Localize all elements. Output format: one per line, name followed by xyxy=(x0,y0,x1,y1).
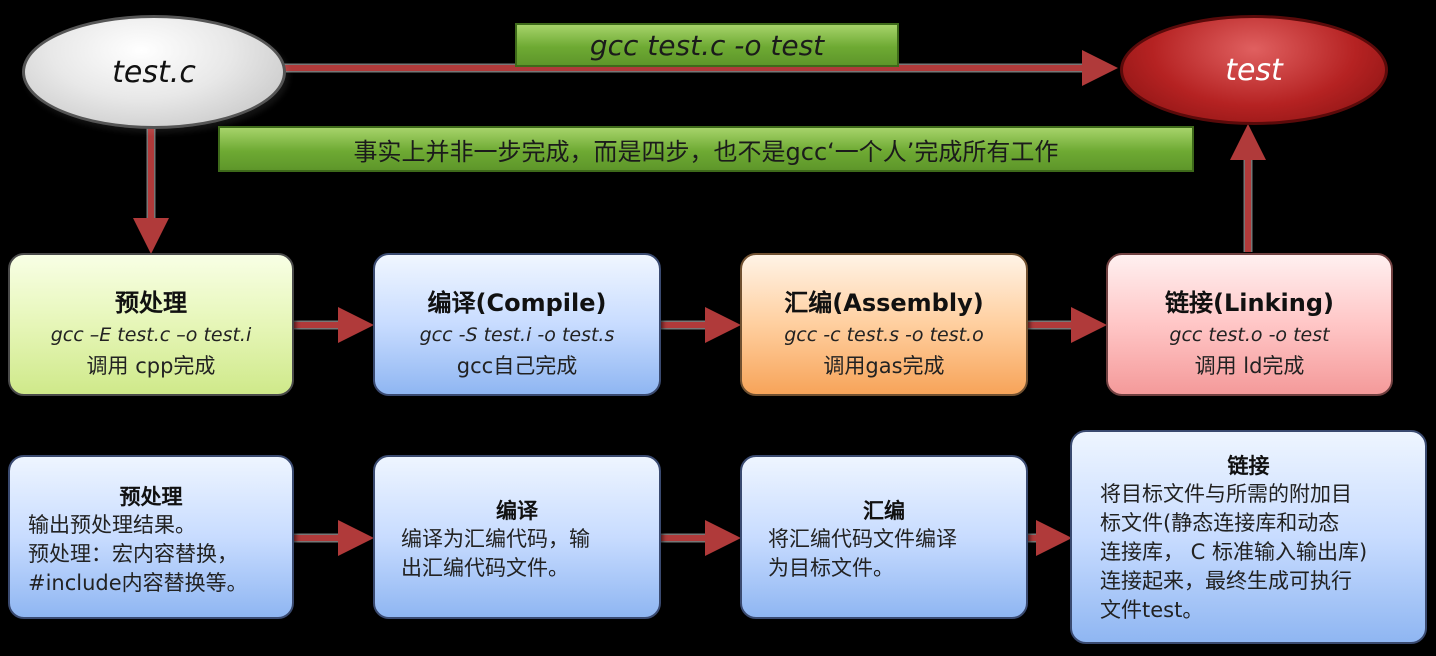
stage-assembly: 汇编(Assembly) gcc -c test.s -o test.o 调用g… xyxy=(740,253,1028,396)
stage-title: 链接(Linking) xyxy=(1165,289,1334,317)
stage-command: gcc -c test.s -o test.o xyxy=(784,324,984,346)
detail-line: 连接库， C 标准输入输出库) xyxy=(1100,540,1368,564)
stage-tool: gcc自己完成 xyxy=(456,354,578,378)
detail-linking: 链接 将目标文件与所需的附加目 标文件(静态连接库和动态 连接库， C 标准输入… xyxy=(1070,430,1427,644)
stage-tool: 调用 ld完成 xyxy=(1194,354,1305,378)
stage-preprocess: 预处理 gcc –E test.c –o test.i 调用 cpp完成 xyxy=(8,253,294,396)
stage-tool: 调用gas完成 xyxy=(823,354,945,378)
detail-title: 编译 xyxy=(496,499,538,523)
detail-line: 编译为汇编代码，输 xyxy=(401,527,590,551)
detail-line: 连接起来，最终生成可执行 xyxy=(1100,569,1352,593)
detail-line: 出汇编代码文件。 xyxy=(401,556,569,580)
detail-compile: 编译 编译为汇编代码，输 出汇编代码文件。 xyxy=(373,455,661,619)
direct-command-label: gcc test.c -o test xyxy=(515,23,899,67)
detail-line: #include内容替换等。 xyxy=(28,571,248,595)
stage-title: 汇编(Assembly) xyxy=(784,289,984,317)
detail-preprocess: 预处理 输出预处理结果。 预处理：宏内容替换， #include内容替换等。 xyxy=(8,455,294,619)
stage-command: gcc test.o -o test xyxy=(1169,324,1330,346)
detail-title: 预处理 xyxy=(119,485,183,509)
stage-compile: 编译(Compile) gcc -S test.i -o test.s gcc自… xyxy=(373,253,661,396)
stage-linking: 链接(Linking) gcc test.o -o test 调用 ld完成 xyxy=(1106,253,1393,396)
detail-line: 文件test。 xyxy=(1100,598,1204,622)
stage-command: gcc –E test.c –o test.i xyxy=(50,324,252,346)
stage-tool: 调用 cpp完成 xyxy=(86,354,216,378)
detail-title: 链接 xyxy=(1227,454,1270,478)
stage-title: 编译(Compile) xyxy=(427,289,607,317)
output-file-node: test xyxy=(1120,15,1388,125)
source-file-node: test.c xyxy=(22,15,286,129)
stage-title: 预处理 xyxy=(115,289,187,317)
detail-line: 输出预处理结果。 xyxy=(28,513,196,537)
detail-line: 预处理：宏内容替换， xyxy=(28,542,238,566)
four-steps-note: 事实上并非一步完成，而是四步，也不是gcc‘一个人’完成所有工作 xyxy=(218,126,1194,172)
detail-line: 将汇编代码文件编译 xyxy=(768,527,957,551)
detail-assembly: 汇编 将汇编代码文件编译 为目标文件。 xyxy=(740,455,1028,619)
detail-line: 为目标文件。 xyxy=(768,556,894,580)
stage-command: gcc -S test.i -o test.s xyxy=(419,324,615,346)
detail-title: 汇编 xyxy=(863,499,905,523)
detail-line: 将目标文件与所需的附加目 xyxy=(1100,482,1352,506)
detail-line: 标文件(静态连接库和动态 xyxy=(1100,511,1340,535)
